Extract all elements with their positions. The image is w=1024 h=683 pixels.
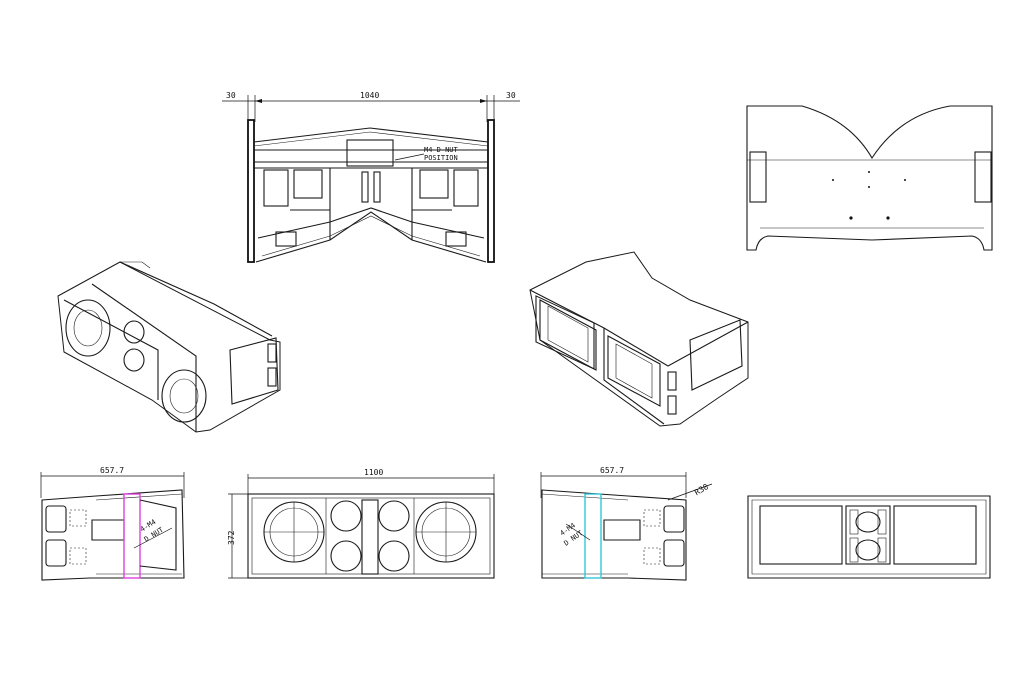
top-view-section: 30 1040 30 M4 D NUT POSITION <box>222 91 520 263</box>
left-side-view: 657.7 4-M4 D NUT <box>40 466 185 581</box>
top-plate <box>253 127 489 143</box>
right-side-width-label: 657.7 <box>600 466 624 475</box>
front-height-label: 372 <box>227 530 236 545</box>
top-width-label: 1040 <box>360 91 379 100</box>
speaker-cabinet-isometric-rear-icon <box>529 251 749 427</box>
left-side-width-label: 657.7 <box>100 466 124 475</box>
left-highlight-band <box>123 493 141 579</box>
right-post <box>487 119 495 263</box>
front-width-label: 1100 <box>364 468 383 477</box>
rear-view <box>747 495 991 579</box>
nut-position-note-line2: POSITION <box>424 154 458 162</box>
radius-label: R30 <box>693 482 710 497</box>
top-left-margin-label: 30 <box>226 91 236 100</box>
nut-position-note-line1: M4 D NUT <box>424 146 459 154</box>
top-right-margin-label: 30 <box>506 91 516 100</box>
plan-view <box>746 105 993 251</box>
top-dimension-line <box>222 95 520 122</box>
speaker-cabinet-isometric-front-icon <box>57 261 281 433</box>
front-view: 1100 372 <box>227 468 495 579</box>
left-post <box>247 119 255 263</box>
right-highlight-band <box>584 493 602 579</box>
right-side-view: 657.7 R30 4-M4 D NUT <box>540 466 713 581</box>
